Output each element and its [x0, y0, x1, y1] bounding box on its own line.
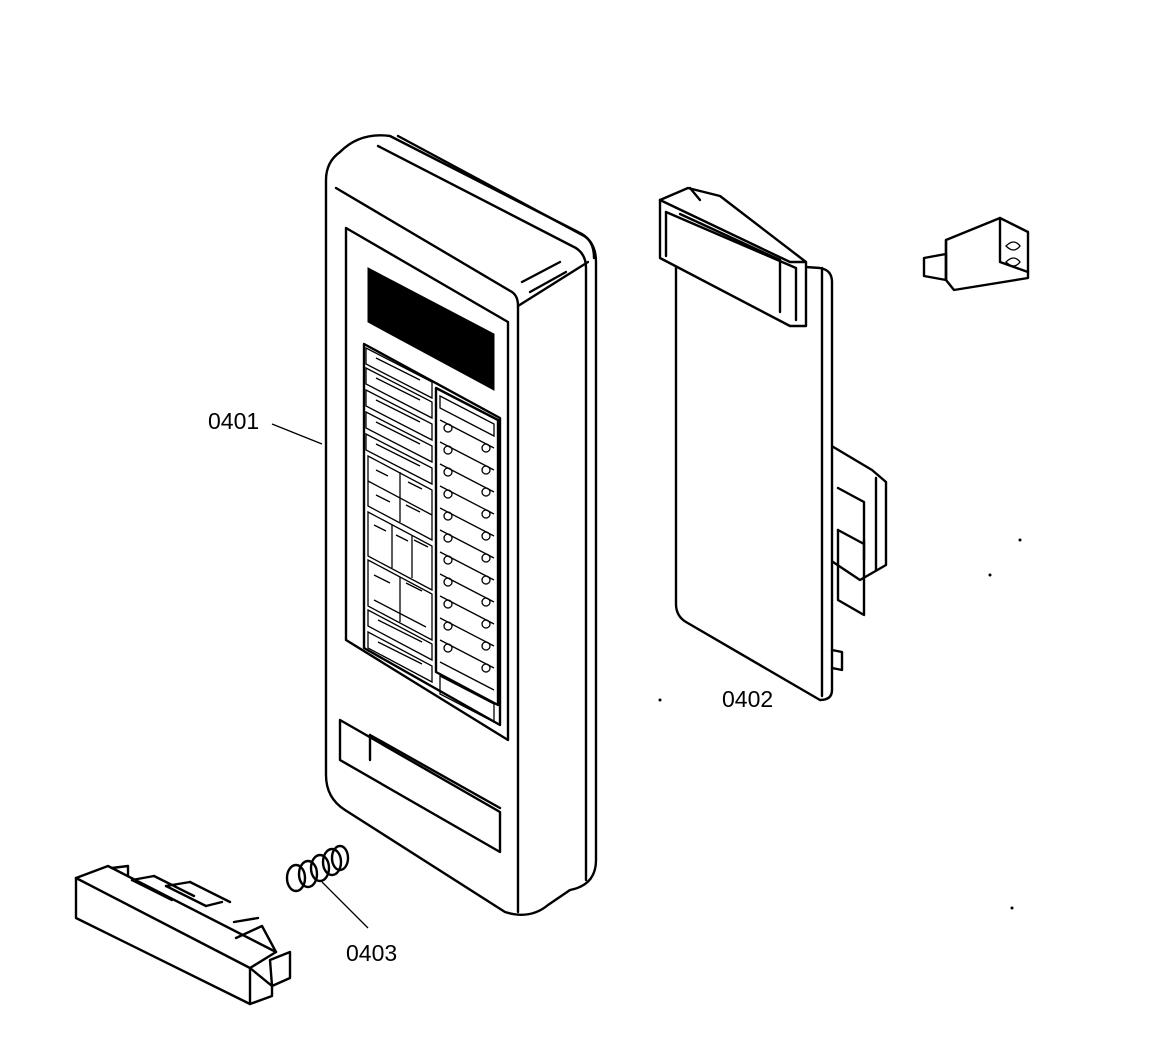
part-label-0401: 0401	[208, 408, 260, 434]
keypad-left-column	[365, 346, 433, 684]
leader-lines	[271, 423, 369, 929]
keypad-right-column	[434, 386, 500, 724]
spring-0403	[285, 844, 350, 893]
release-button	[74, 864, 292, 1006]
leader-line-0403	[321, 881, 369, 929]
control-panel-0401	[324, 134, 598, 916]
scan-specks	[658, 538, 1022, 910]
leader-line-0401	[271, 423, 323, 445]
metal-bracket	[922, 216, 1030, 292]
control-board-0402	[658, 186, 888, 702]
part-label-0402: 0402	[722, 686, 774, 712]
part-label-0403: 0403	[346, 940, 398, 966]
